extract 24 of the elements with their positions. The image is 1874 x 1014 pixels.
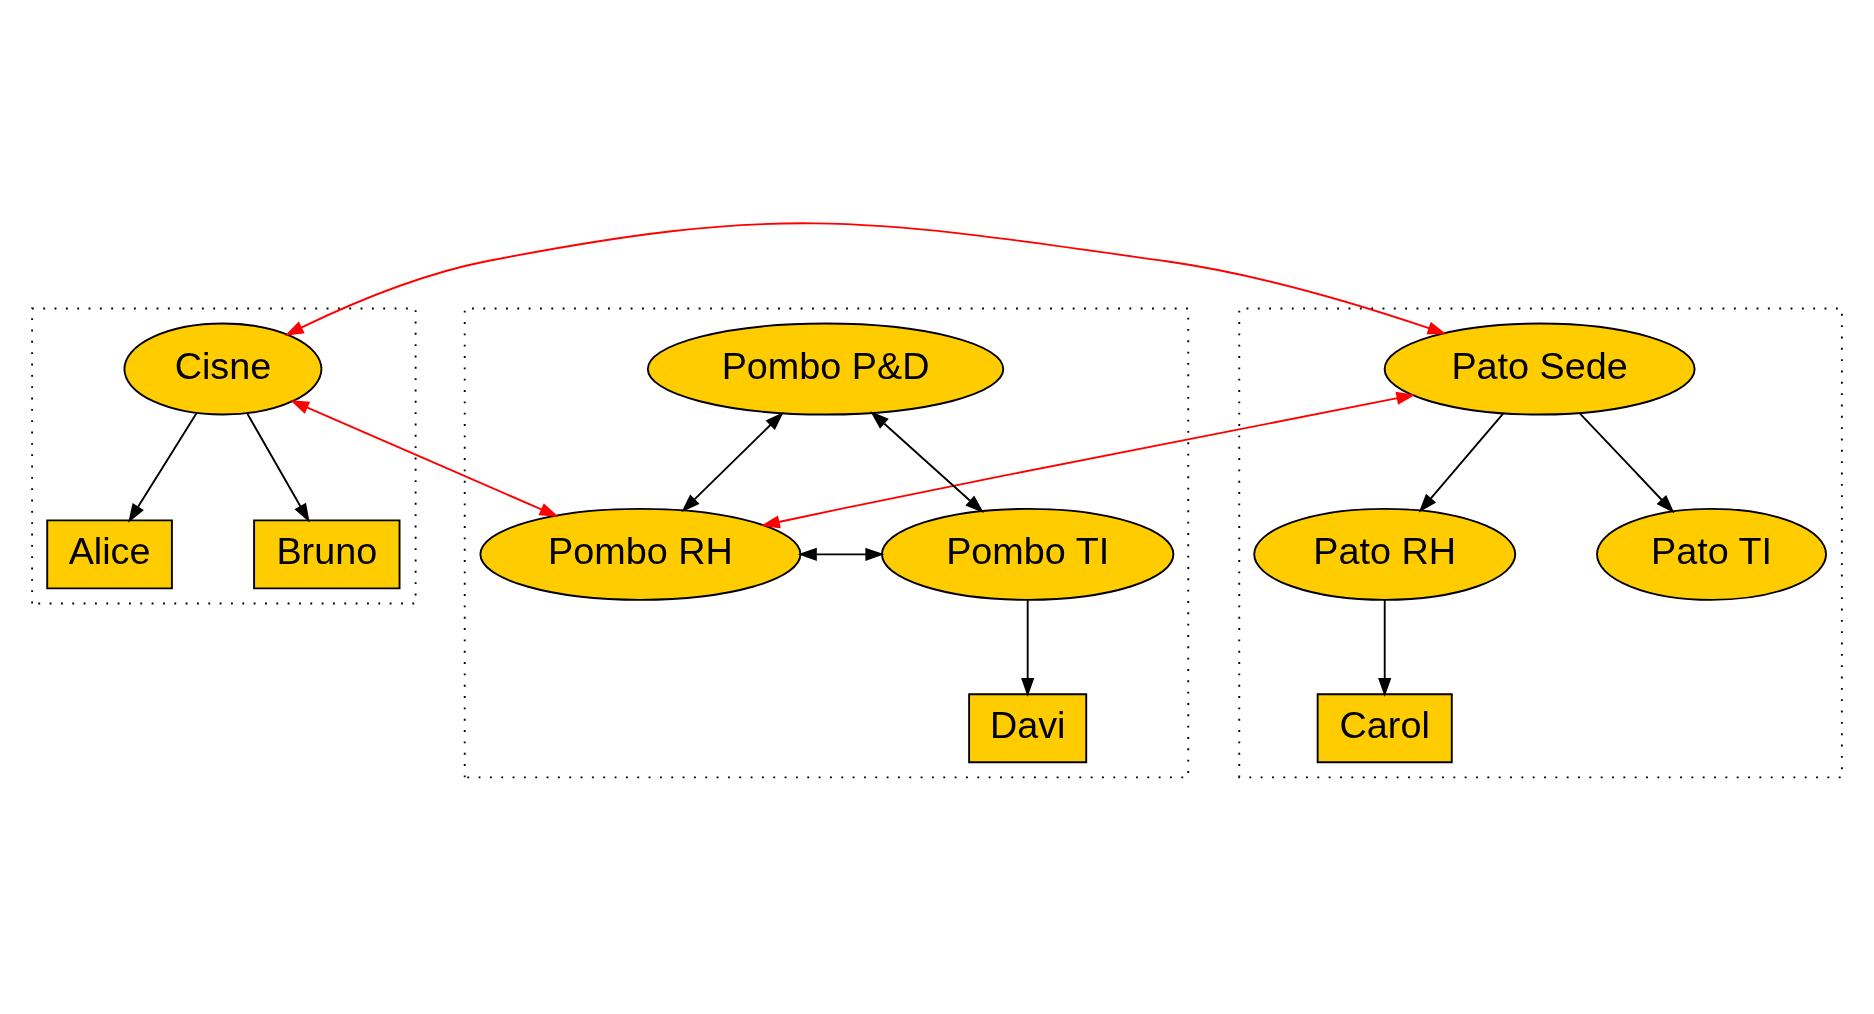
- node-ellipse: Pombo P&D: [646, 322, 1005, 415]
- node-box: Bruno: [253, 518, 401, 589]
- node-ellipse: Pato TI: [1596, 507, 1827, 601]
- node-box: Carol: [1316, 692, 1453, 763]
- cluster: [1238, 307, 1843, 778]
- arrow: [1578, 411, 1675, 513]
- arrow: [681, 411, 784, 512]
- cluster: [463, 307, 1190, 778]
- arrow: [246, 412, 310, 522]
- node-box: Alice: [46, 518, 173, 589]
- arrow: [870, 410, 984, 513]
- arrow: [1021, 598, 1035, 697]
- node-ellipse: Pombo RH: [479, 507, 802, 601]
- arrow: [797, 547, 885, 561]
- arrow: [290, 399, 559, 517]
- node-box: Davi: [968, 692, 1088, 763]
- cluster: [31, 307, 417, 604]
- arrow: [128, 411, 198, 523]
- arrow: [284, 222, 1447, 336]
- arrow: [1418, 412, 1504, 513]
- node-ellipse: Pato RH: [1253, 507, 1517, 601]
- node-ellipse: Pombo TI: [881, 507, 1175, 601]
- arrow: [1378, 598, 1392, 697]
- arrow: [760, 391, 1416, 528]
